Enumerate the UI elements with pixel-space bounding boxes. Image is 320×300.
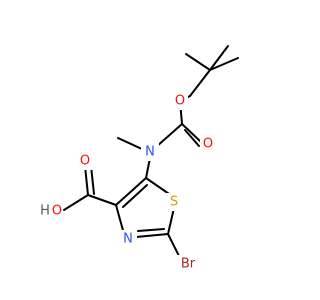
atom-o-acid-carbonyl: O — [80, 154, 90, 169]
atom-n-amine: N — [145, 145, 155, 160]
atom-labels: O O N O H O S N Br — [40, 92, 216, 273]
bond-c-n-double — [135, 233, 169, 238]
bond-n-c — [117, 137, 145, 151]
atom-o-ester: O — [175, 94, 185, 109]
bond-c-c — [209, 57, 239, 71]
bond-c-o-double — [181, 123, 201, 142]
bond-c-n-double — [137, 228, 165, 232]
bond-s-c — [167, 207, 175, 235]
molecule-structure: O O N O H O S N Br — [40, 45, 239, 273]
atom-br: Br — [181, 257, 196, 272]
atom-h-hydroxyl: H — [40, 204, 50, 219]
bond-n-c — [115, 204, 125, 235]
bond-c-c — [209, 45, 229, 71]
bond-c-c — [87, 194, 117, 206]
bond-c-o — [63, 194, 89, 211]
bond-c-n — [155, 123, 183, 148]
atom-o-hydroxyl: O — [52, 204, 62, 219]
bond-c-o-double — [90, 165, 95, 195]
bond-n-c — [145, 157, 151, 179]
bond-c-c — [189, 69, 211, 97]
bond-c-c — [185, 53, 211, 71]
atom-o-carbonyl: O — [203, 137, 213, 152]
bond-c-c-double — [115, 177, 147, 206]
bond-c-br — [167, 233, 181, 259]
bond-c-c-double — [122, 184, 148, 208]
bond-c-o-double — [84, 165, 89, 196]
atom-n-ring: N — [123, 232, 133, 247]
bond-c-o-double — [184, 129, 200, 147]
atom-s-ring: S — [170, 195, 178, 210]
